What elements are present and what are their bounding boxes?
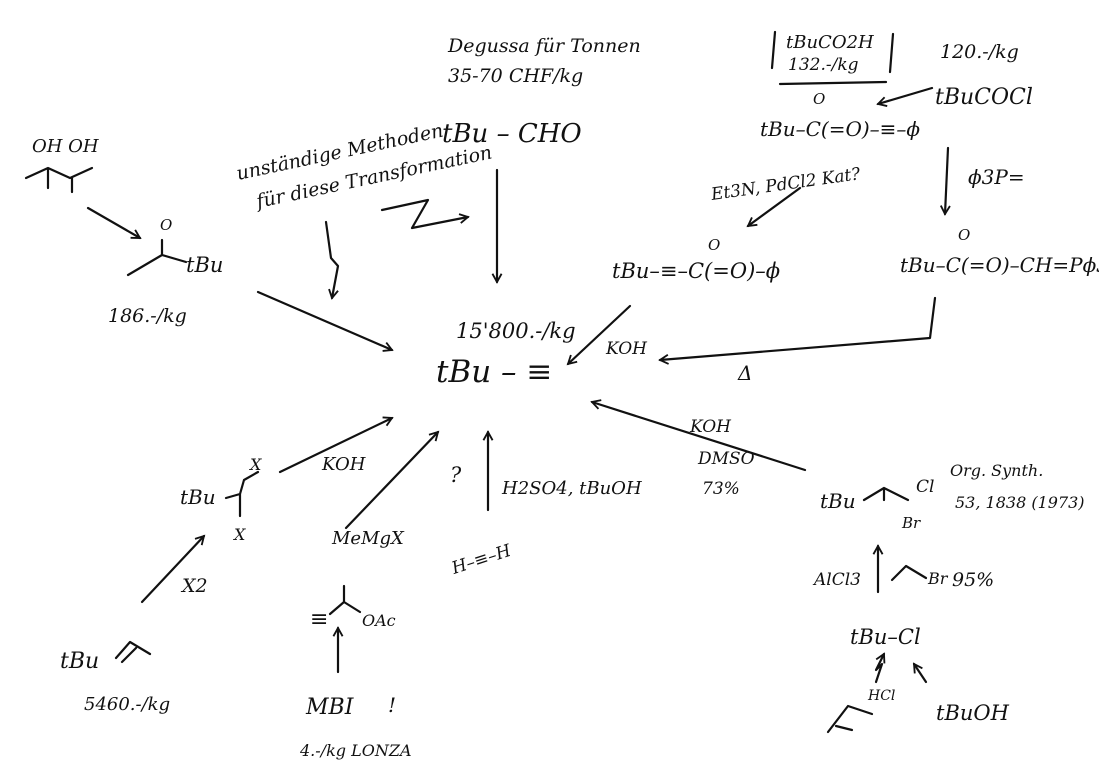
org-synth-ref-line2: 53, 1838 (1973) — [955, 493, 1085, 512]
dihalide-cl: Cl — [916, 477, 934, 497]
mbi-exclamation: ! — [388, 693, 396, 717]
ketone-price: 186.-/kg — [108, 305, 187, 327]
dihalide-structure — [862, 486, 910, 502]
degussa-note-line1: Degussa für Tonnen — [447, 35, 641, 57]
dmso-solvent: DMSO — [697, 449, 755, 469]
org-synth-ref-line1: Org. Synth. — [950, 461, 1043, 480]
vinyl-bromide-br: Br — [927, 569, 949, 588]
olefin-tbu: tBu — [60, 649, 99, 674]
arrow-to-ylide — [945, 146, 948, 214]
ylide-oxygen: O — [958, 226, 970, 244]
acid-box-underline — [778, 80, 888, 86]
olefin-structure — [114, 640, 152, 664]
ynone-oxygen: O — [708, 236, 720, 254]
arrow-dihalo-to-product — [278, 418, 392, 474]
h2so4-reagent: H2SO4, tBuOH — [501, 478, 642, 499]
ynone-label: tBu–≡–C(=O)–ϕ — [612, 259, 780, 283]
ynone-top-oxygen: O — [813, 90, 825, 108]
ynone-top-label: tBu–C(=O)–≡–ϕ — [760, 117, 920, 141]
pivaldehyde-label: tBu – CHO — [442, 119, 582, 149]
arrow-acid-chloride-to-ynone — [878, 86, 934, 104]
product-label: tBu – ≡ — [436, 354, 552, 390]
dihalo-structure — [224, 470, 260, 518]
dihalo-tbu: tBu — [180, 485, 216, 509]
ketone-structure — [126, 238, 188, 277]
arrow-ketone-to-product — [256, 290, 392, 350]
arrow-olefin-to-dihalo — [140, 536, 204, 604]
tbucl-label: tBu–Cl — [850, 625, 921, 649]
ph3p-reagent: ϕ3P= — [968, 165, 1025, 189]
methods-zigzag-arrow — [380, 198, 468, 230]
ketone-tbu: tBu — [186, 253, 223, 277]
koh-top-reagent: KOH — [605, 339, 648, 359]
arrow-diol-to-ketone — [86, 206, 140, 240]
dihalide-tbu: tBu — [820, 489, 856, 513]
dihalo-x-bottom: X — [232, 525, 246, 544]
arrow-tbuoh-to-tbucl — [912, 664, 928, 684]
mbi-label: MBI — [305, 695, 355, 720]
tbuoh-label: tBuOH — [936, 701, 1010, 725]
alcl3-reagent: AlCl3 — [812, 570, 861, 590]
arrow-dihalide-to-product — [592, 402, 807, 472]
vinyl-bromide-structure — [890, 564, 928, 582]
heat-delta: Δ — [737, 361, 752, 385]
ylide-label: tBu–C(=O)–CH=Pϕ3 — [900, 253, 1099, 277]
methods-down-arrow — [324, 220, 340, 298]
acid-chloride-price: 120.-/kg — [940, 41, 1019, 63]
pivalic-acid-price: 132.-/kg — [788, 55, 859, 75]
propargyl-triple-bond: ≡ — [310, 607, 328, 632]
arrow-hcl-to-tbucl — [874, 654, 884, 684]
grignard-reagent: MeMgX — [331, 528, 405, 549]
arrow-ylide-to-product — [660, 296, 937, 360]
arrow-grignard-to-product — [344, 432, 438, 530]
arrow-ynone-to-product — [568, 304, 632, 364]
koh-left-reagent: KOH — [321, 454, 366, 475]
degussa-note-line2: 35-70 CHF/kg — [448, 65, 583, 87]
acetylene-label: H–≡–H — [448, 541, 514, 580]
propargyl-acetate-structure — [328, 584, 362, 616]
question-mark: ? — [450, 463, 462, 487]
dihalo-x-top: X — [248, 455, 262, 474]
diol-oh-labels: OH OH — [32, 136, 99, 157]
pivalic-acid-label: tBuCO2H — [786, 32, 874, 53]
diol-structure — [24, 166, 94, 194]
acid-box — [770, 30, 895, 74]
ketone-oxygen: O — [160, 216, 172, 234]
hcl-reagent: HCl — [867, 688, 895, 704]
mbi-price: 4.-/kg LONZA — [299, 741, 412, 760]
product-price: 15'800.-/kg — [456, 319, 576, 343]
isobutylene-structure — [826, 704, 874, 734]
x2-reagent: X2 — [180, 575, 208, 597]
dihalide-br: Br — [901, 514, 921, 532]
arrow-catalyst — [748, 186, 802, 226]
acid-chloride-label: tBuCOCl — [935, 85, 1033, 110]
yield-73: 73% — [702, 479, 740, 499]
yield-95: 95% — [952, 569, 994, 591]
acetate-label: OAc — [362, 611, 396, 630]
koh-right-reagent: KOH — [689, 417, 732, 437]
olefin-price: 5460.-/kg — [84, 694, 170, 715]
